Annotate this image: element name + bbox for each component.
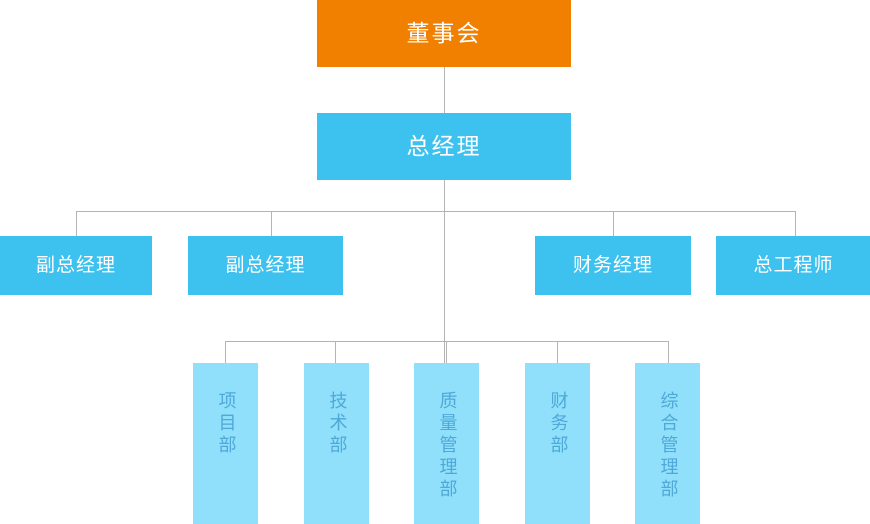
org-node-executive-4[interactable]: 总工程师	[716, 236, 870, 295]
connector-drop-executive-2	[271, 211, 272, 237]
org-node-executive-2-label: 副总经理	[225, 254, 306, 276]
org-node-executive-3-label: 财务经理	[572, 254, 653, 276]
connector-drop-executive-1	[76, 211, 77, 237]
org-node-department-1[interactable]: 项目部	[193, 363, 258, 524]
org-node-department-2[interactable]: 技术部	[304, 363, 369, 524]
connector-drop-executive-4	[795, 211, 796, 237]
connector-drop-department-2	[335, 341, 336, 364]
org-node-executive-4-label: 总工程师	[753, 254, 834, 276]
org-node-board-label: 董事会	[406, 20, 482, 47]
org-node-department-2-label: 技术部	[327, 391, 348, 457]
org-node-department-3-label: 质量管理部	[437, 391, 458, 501]
org-node-department-3[interactable]: 质量管理部	[414, 363, 479, 524]
org-node-general-manager[interactable]: 总经理	[317, 113, 571, 180]
connector-general-manager-trunk	[444, 180, 445, 364]
org-node-department-1-label: 项目部	[216, 391, 237, 457]
connector-drop-department-3	[446, 341, 447, 364]
org-node-executive-3[interactable]: 财务经理	[535, 236, 691, 295]
org-node-executive-1-label: 副总经理	[35, 254, 116, 276]
org-node-department-5-label: 综合管理部	[658, 391, 679, 501]
connector-drop-department-4	[557, 341, 558, 364]
org-node-department-4-label: 财务部	[548, 391, 569, 457]
connector-drop-department-1	[225, 341, 226, 364]
org-node-department-4[interactable]: 财务部	[525, 363, 590, 524]
org-node-department-5[interactable]: 综合管理部	[635, 363, 700, 524]
org-node-general-manager-label: 总经理	[406, 133, 482, 160]
org-node-board[interactable]: 董事会	[317, 0, 571, 67]
connector-drop-department-5	[668, 341, 669, 364]
connector-drop-executive-3	[613, 211, 614, 237]
connector-board-to-general-manager	[444, 67, 445, 113]
connector-executives-bus	[76, 211, 796, 212]
org-node-executive-2[interactable]: 副总经理	[188, 236, 343, 295]
org-node-executive-1[interactable]: 副总经理	[0, 236, 152, 295]
